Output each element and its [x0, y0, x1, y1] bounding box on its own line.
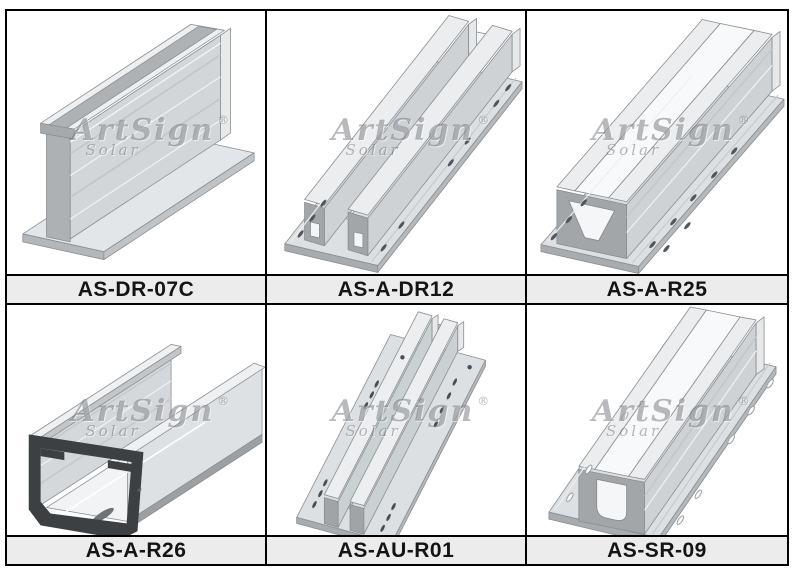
product-label: AS-SR-09 [527, 535, 787, 565]
product-grid: ArtSign® Solar AS-DR-07C [5, 9, 789, 566]
product-cell: ArtSign® Solar AS-AU-R01 [267, 305, 527, 565]
product-label: AS-A-DR12 [267, 274, 525, 303]
product-image-area: ArtSign® Solar [527, 11, 787, 274]
product-label: AS-A-R26 [7, 535, 265, 565]
product-label: AS-DR-07C [7, 274, 265, 303]
product-cell: ArtSign® Solar AS-A-R26 [7, 305, 267, 565]
illustration-as-a-r26 [28, 344, 265, 536]
product-cell: ArtSign® Solar AS-A-R25 [527, 11, 787, 305]
product-label: AS-A-R25 [527, 274, 787, 303]
illustration-as-a-dr12 [284, 15, 523, 273]
product-image-area: ArtSign® Solar [7, 305, 265, 536]
illustration-as-au-r01 [296, 311, 486, 536]
product-image-area: ArtSign® Solar [267, 305, 525, 536]
illustration-as-sr-09 [548, 306, 777, 536]
product-label: AS-AU-R01 [267, 535, 525, 565]
product-image-area: ArtSign® Solar [527, 305, 787, 536]
illustration-as-a-r25 [540, 19, 785, 274]
illustration-as-dr-07c [22, 23, 255, 261]
product-cell: ArtSign® Solar AS-A-DR12 [267, 11, 527, 305]
product-cell: ArtSign® Solar AS-SR-09 [527, 305, 787, 565]
product-image-area: ArtSign® Solar [267, 11, 525, 274]
product-image-area: ArtSign® Solar [7, 11, 265, 274]
product-cell: ArtSign® Solar AS-DR-07C [7, 11, 267, 305]
